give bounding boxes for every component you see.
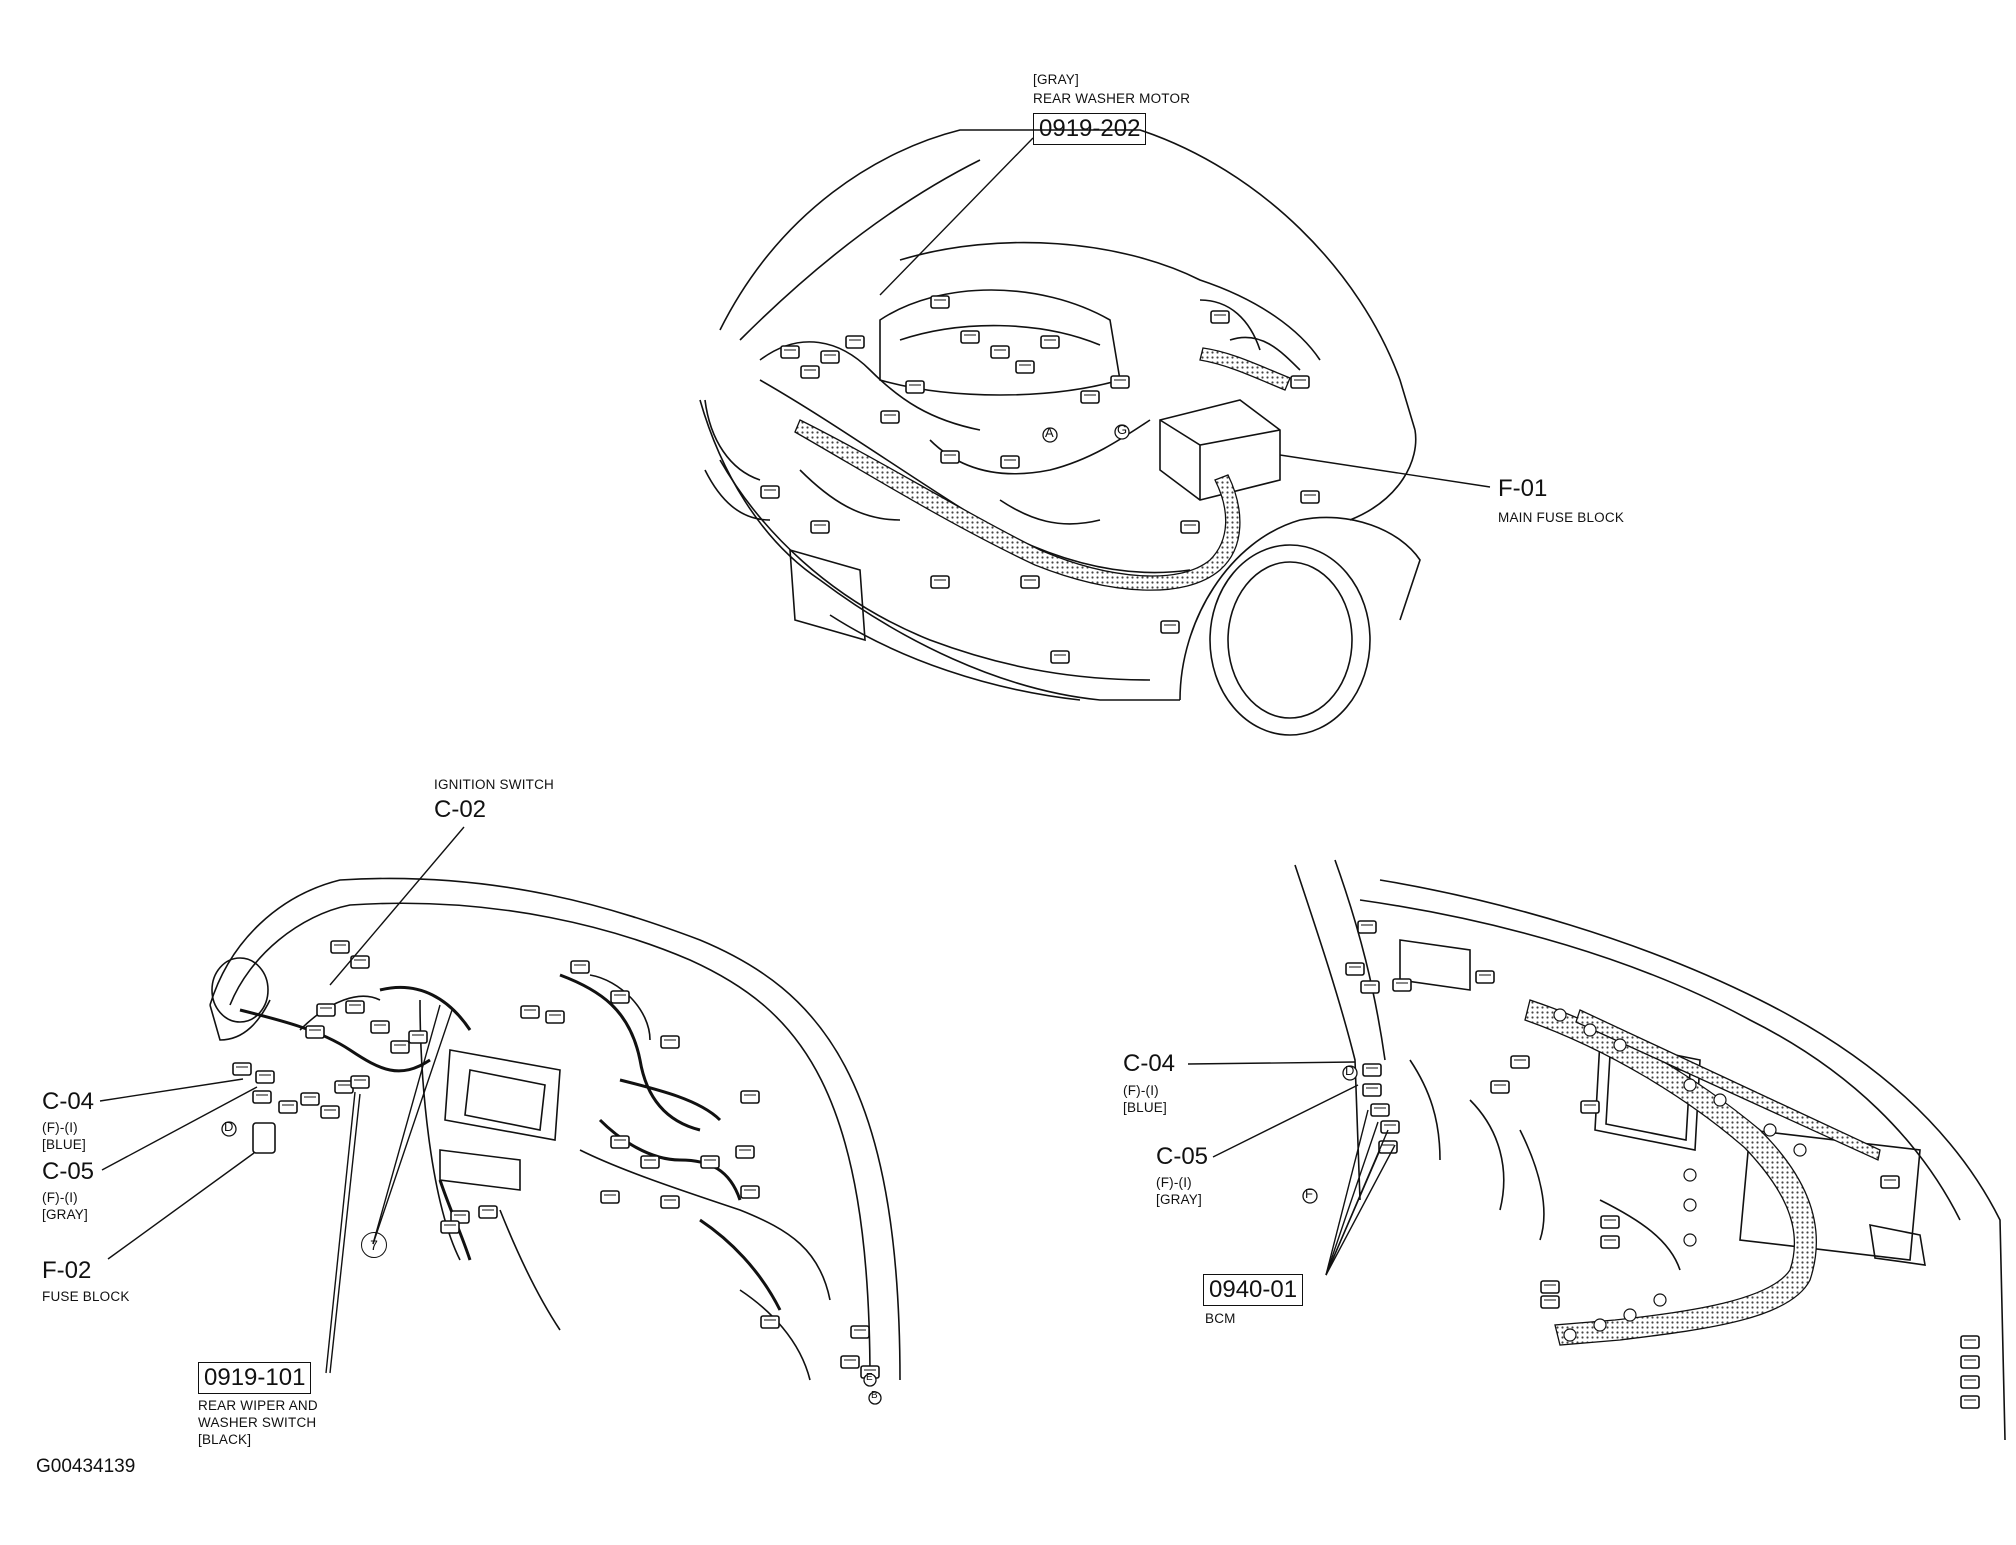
left-markers bbox=[221, 1121, 882, 1405]
marker-g: G bbox=[1117, 422, 1128, 437]
left-marker-b: B bbox=[871, 1390, 878, 1401]
right-leader-lines bbox=[1187, 1061, 1396, 1276]
right-markers bbox=[1302, 1065, 1358, 1204]
main-fuse-name: MAIN FUSE BLOCK bbox=[1498, 510, 1625, 525]
bcm-name: BCM bbox=[1205, 1311, 1236, 1326]
main-fuse-code: F-01 bbox=[1498, 475, 1548, 502]
circle-marker-7: 7 bbox=[361, 1232, 387, 1258]
dashboard-left-illustration bbox=[209, 877, 901, 1381]
right-c05-color: [GRAY] bbox=[1156, 1192, 1202, 1207]
fuse-block-name: FUSE BLOCK bbox=[42, 1289, 130, 1304]
rear-wiper-line1: REAR WIPER AND bbox=[198, 1398, 318, 1413]
right-c04-code: C-04 bbox=[1123, 1050, 1176, 1077]
left-leader-lines bbox=[99, 826, 465, 1374]
left-c04-color: [BLUE] bbox=[42, 1137, 86, 1152]
dash-right-circles bbox=[1553, 1008, 1807, 1342]
rear-washer-code: 0919-202 bbox=[1033, 113, 1147, 145]
ignition-switch-code: C-02 bbox=[434, 796, 487, 823]
top-markers bbox=[1042, 424, 1130, 443]
connectors-dash-left bbox=[232, 940, 880, 1379]
top-leader-lines bbox=[879, 137, 1491, 488]
left-c05-type: (F)-(I) bbox=[42, 1190, 78, 1205]
dashboard-right-harness bbox=[1524, 999, 1881, 1346]
right-c04-color: [BLUE] bbox=[1123, 1100, 1167, 1115]
left-marker-e: E bbox=[866, 1372, 873, 1383]
right-marker-f: F bbox=[1305, 1186, 1313, 1201]
rear-wiper-color: [BLACK] bbox=[198, 1432, 252, 1447]
left-c04-code: C-04 bbox=[42, 1088, 95, 1115]
right-c05-type: (F)-(I) bbox=[1156, 1175, 1192, 1190]
ignition-switch-name: IGNITION SWITCH bbox=[434, 777, 554, 792]
left-c04-type: (F)-(I) bbox=[42, 1120, 78, 1135]
left-c05-code: C-05 bbox=[42, 1158, 95, 1185]
engine-compartment-illustration bbox=[699, 129, 1421, 736]
main-harness-top bbox=[794, 347, 1291, 591]
left-c05-color: [GRAY] bbox=[42, 1207, 88, 1222]
dashboard-right-illustration bbox=[1294, 859, 2006, 1441]
fuse-block-code: F-02 bbox=[42, 1257, 92, 1284]
marker-a: A bbox=[1045, 425, 1054, 440]
bcm-code: 0940-01 bbox=[1203, 1274, 1304, 1306]
rear-washer-color: [GRAY] bbox=[1033, 72, 1079, 87]
right-c05-code: C-05 bbox=[1156, 1143, 1209, 1170]
rear-wiper-code: 0919-101 bbox=[198, 1362, 312, 1394]
left-marker-d: D bbox=[224, 1119, 234, 1134]
rear-washer-name: REAR WASHER MOTOR bbox=[1033, 91, 1191, 106]
rear-wiper-line2: WASHER SWITCH bbox=[198, 1415, 317, 1430]
figure-id: G00434139 bbox=[36, 1456, 136, 1477]
right-c04-type: (F)-(I) bbox=[1123, 1083, 1159, 1098]
right-marker-d: D bbox=[1345, 1063, 1355, 1078]
